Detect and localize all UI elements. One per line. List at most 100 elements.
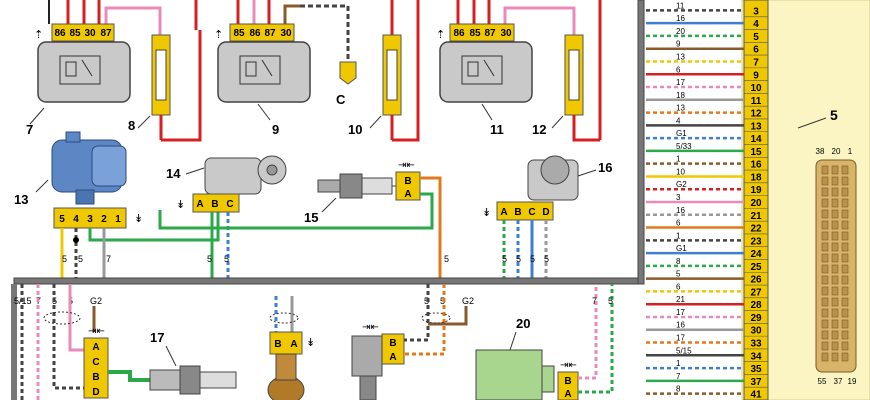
x1-pin-number: 28: [750, 300, 762, 311]
ecu-bottom-pin: 19: [848, 377, 857, 386]
maf13-pin: 3: [87, 214, 93, 225]
sensor-19: 5 5 G2 B A ⇥⇤: [351, 284, 474, 400]
sensor18-pin: A: [290, 339, 297, 350]
sensor16-wire-label: 5: [544, 254, 549, 264]
ecu-pin: [831, 165, 839, 175]
x1-pin-number: 30: [750, 326, 762, 337]
sensor16-pin: C: [528, 207, 535, 218]
relay7-label: 7: [26, 122, 33, 137]
x1-wire-label: 16: [676, 206, 685, 215]
tps14-pin: C: [226, 199, 233, 210]
ecu-pin: [841, 176, 849, 186]
ecu-pin: [841, 165, 849, 175]
sensor16-pin: A: [500, 207, 507, 218]
tps-wire-label: 5: [224, 254, 229, 264]
x1-pin-number: 7: [753, 57, 759, 68]
x1-pin-number: 34: [750, 351, 762, 362]
sensor15-wires: 5: [158, 176, 449, 278]
x1-pin-number: 14: [750, 134, 762, 145]
o2-pin: A: [92, 342, 99, 353]
ecu-pin: [841, 275, 849, 285]
tps14-pin: B: [211, 199, 218, 210]
x1-wire-label: 1: [676, 155, 681, 164]
maf13-pin: 1: [115, 214, 121, 225]
relay11-pin: 87: [484, 28, 496, 39]
ecu-top-pin: 38: [816, 147, 825, 156]
x1-pin-number: 6: [753, 45, 759, 56]
ecu-pin: [821, 297, 829, 307]
relay9-pin: 85: [233, 28, 245, 39]
x1-pin-number: 27: [750, 287, 762, 298]
ground-arrow-icon: ↡: [176, 199, 185, 211]
ecu-top-pin: 20: [832, 147, 841, 156]
x1-wire-label: 4: [676, 116, 681, 125]
fuse12-label: 12: [532, 122, 546, 137]
ground-arrow-icon: ⇡: [214, 29, 223, 41]
relay7-pin: 87: [100, 28, 112, 39]
x1-pin-number: 4: [753, 19, 759, 30]
ecu-pin: [821, 319, 829, 329]
ecu-pin: [841, 319, 849, 329]
x1-pin-number: 18: [750, 172, 762, 183]
sensor19-pin: A: [389, 352, 396, 363]
relay-11: 86 85 87 30 11 ⇡: [436, 23, 533, 137]
x1-pin-number: 12: [750, 109, 762, 120]
connector-c: C: [336, 61, 357, 107]
ecu-bottom-pin: 37: [834, 377, 843, 386]
ecu-pin: [831, 264, 839, 274]
ecu-pin: [831, 253, 839, 263]
x1-pin-number: 29: [750, 313, 762, 324]
sensor16-wires: 5 5 5 5: [502, 220, 549, 278]
ecu-pin: [841, 253, 849, 263]
relay-9: 85 86 87 30 9 ⇡: [214, 23, 311, 137]
x1-pin-number: 13: [750, 121, 762, 132]
x1-pin-number: 24: [750, 249, 762, 260]
lower-wire-label: G2: [90, 296, 102, 306]
coil-wire-label: 5: [608, 296, 613, 306]
ecu-pin: [821, 187, 829, 197]
ecu-pin: [821, 209, 829, 219]
ecu-pin: [841, 297, 849, 307]
sensor18-pin: B: [274, 339, 281, 350]
x1-wire-label: 18: [676, 91, 685, 100]
x1-wire-label: G1: [676, 244, 687, 253]
ground-arrow-icon: ↡: [306, 337, 315, 349]
ecu-pin: [831, 231, 839, 241]
x1-pin-number: 35: [750, 364, 762, 375]
sensor16-wire-label: 5: [502, 254, 507, 264]
o2-sensor-label: 17: [150, 330, 164, 345]
ecu-pin: [821, 231, 829, 241]
relay11-pin: 30: [500, 28, 512, 39]
x1-wire-label: 6: [676, 65, 681, 74]
sensor15-pin: B: [404, 176, 411, 187]
x1-pin-number: 20: [750, 198, 762, 209]
x1-pin-number: 26: [750, 275, 762, 286]
relay7-pin: 30: [84, 28, 96, 39]
ground-arrow-icon: ↡: [482, 207, 491, 219]
ecu-pin: [831, 286, 839, 296]
ecu-5: 5 38 20 1 55 37 19: [797, 107, 857, 386]
fuse-8: 8: [128, 30, 202, 142]
ecu-pin: [841, 198, 849, 208]
sensor16-wire-label: 5: [530, 254, 535, 264]
ecu-pin: [831, 330, 839, 340]
coil20-label: 20: [516, 316, 530, 331]
maf-wire-label: 7: [106, 254, 111, 264]
ecu-pin: [831, 220, 839, 230]
relay9-top-wires: [236, 0, 350, 60]
connector-x1-rows: 1131642059613769171018111312413G1145/331…: [646, 1, 768, 400]
x1-wire-label: 5/15: [676, 346, 692, 355]
relay11-pin: 85: [469, 28, 481, 39]
ecu-pin: [831, 187, 839, 197]
maf13-pin: 2: [101, 214, 107, 225]
x1-pin-number: 19: [750, 185, 762, 196]
x1-wire-label: 8: [676, 257, 681, 266]
sensor16-label: 16: [598, 160, 612, 175]
x1-wire-label: 17: [676, 308, 685, 317]
fuse-12: 12: [532, 34, 600, 142]
ecu-pin: [831, 341, 839, 351]
ecu-pin: [821, 352, 829, 362]
sensor16-wire-label: 5: [516, 254, 521, 264]
ecu-pin: [831, 319, 839, 329]
x1-wire-label: G1: [676, 129, 687, 138]
